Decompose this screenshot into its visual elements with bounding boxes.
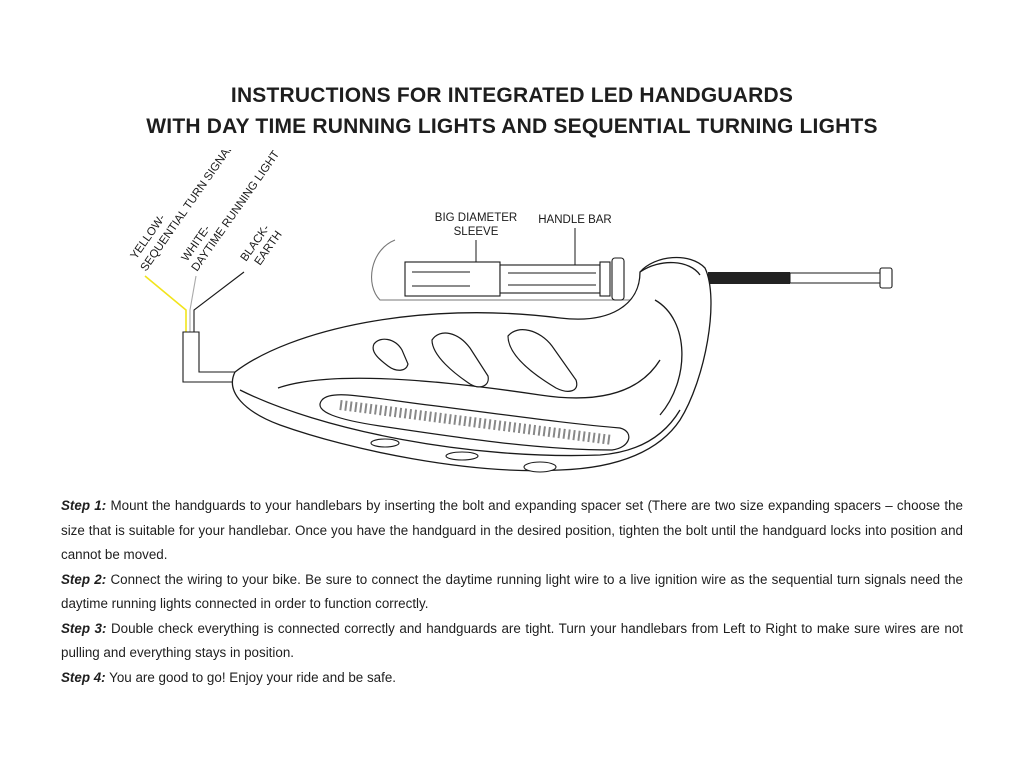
step-3: Step 3: Double check everything is conne… (61, 617, 963, 666)
title-line-2: WITH DAY TIME RUNNING LIGHTS AND SEQUENT… (146, 115, 878, 138)
step-4: Step 4: You are good to go! Enjoy your r… (61, 666, 963, 691)
bolt-thread (708, 272, 881, 284)
handguard-top-plate (639, 261, 701, 416)
mount-assembly (371, 239, 893, 301)
bolt-washer (611, 257, 625, 301)
handlebar-end-outline (371, 239, 650, 301)
black-wire (193, 271, 245, 332)
sleeve-label-2: SLEEVE (454, 226, 499, 238)
bolt-head (879, 267, 893, 289)
step-4-label: Step 4: (61, 669, 106, 685)
expanding-spacer (599, 261, 611, 297)
handguard-diagram: YELLOW- SEQUENTIAL TURN SIGNAL WHITE- DA… (129, 150, 893, 473)
part-labels: BIG DIAMETER SLEEVE HANDLE BAR (435, 212, 612, 282)
vents (372, 329, 578, 392)
vent-2 (431, 332, 489, 388)
vent-3 (507, 329, 578, 392)
wires (144, 271, 245, 383)
step-1-text: Mount the handguards to your handlebars … (61, 498, 963, 562)
led-segments (339, 400, 613, 445)
reflector-3 (523, 461, 557, 473)
title-line-1: INSTRUCTIONS FOR INTEGRATED LED HANDGUAR… (230, 84, 794, 107)
handlebar-tube (499, 264, 601, 294)
step-3-text: Double check everything is connected cor… (61, 620, 963, 661)
page-title: INSTRUCTIONS FOR INTEGRATED LED HANDGUAR… (0, 80, 1024, 142)
step-2-text: Connect the wiring to your bike. Be sure… (61, 571, 963, 612)
white-wire (189, 275, 197, 332)
led-strip (319, 394, 630, 451)
reflector-2 (445, 451, 479, 461)
step-3-label: Step 3: (61, 620, 107, 636)
step-2-label: Step 2: (61, 571, 107, 587)
yellow-wire (144, 275, 187, 332)
big-diameter-sleeve (404, 261, 501, 297)
reflector-1 (370, 438, 400, 448)
step-2: Step 2: Connect the wiring to your bike.… (61, 568, 963, 617)
step-1: Step 1: Mount the handguards to your han… (61, 494, 963, 568)
instruction-steps: Step 1: Mount the handguards to your han… (61, 494, 963, 690)
step-4-text: You are good to go! Enjoy your ride and … (109, 669, 397, 685)
wire-sheath (182, 331, 241, 383)
wire-labels: YELLOW- SEQUENTIAL TURN SIGNAL WHITE- DA… (129, 150, 285, 274)
bottom-reflectors (370, 438, 557, 473)
handlebar-label: HANDLE BAR (538, 214, 612, 226)
handguard-lower-rim (239, 389, 681, 457)
vent-1 (372, 338, 409, 371)
handguard-inner-rim (277, 359, 661, 399)
step-1-label: Step 1: (61, 498, 107, 513)
sleeve-label-1: BIG DIAMETER (435, 212, 517, 224)
